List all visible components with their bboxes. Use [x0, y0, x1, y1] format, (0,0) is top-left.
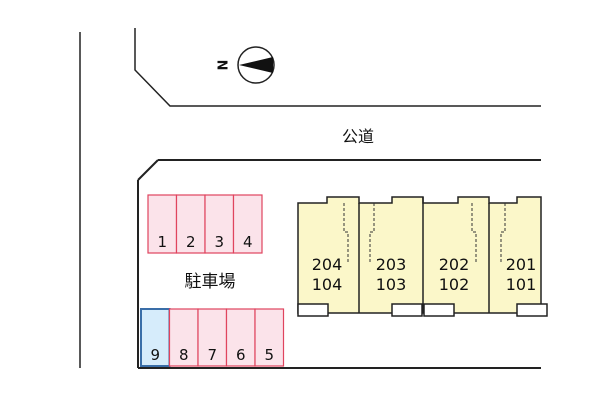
- parking-space-box: [140, 308, 171, 367]
- balcony: [297, 303, 329, 317]
- parking-space: 9: [140, 308, 171, 367]
- road-label: 公道: [342, 127, 374, 146]
- partition-line: [471, 203, 477, 262]
- road-edge-line: [134, 28, 541, 107]
- parking-space-number: 5: [264, 346, 274, 364]
- parking-space-number: 6: [236, 346, 246, 364]
- parking-space-number: 4: [243, 233, 253, 251]
- parking-space: 8: [168, 308, 199, 367]
- apartment-building: [297, 196, 548, 317]
- compass-arrow: [239, 57, 273, 73]
- unit-dividers: [358, 197, 490, 313]
- parking-label: 駐車場: [185, 272, 236, 292]
- balconies: [297, 303, 548, 317]
- parking-space: 7: [197, 308, 228, 367]
- compass: N: [217, 46, 275, 84]
- parking-space-number: 9: [150, 346, 160, 364]
- parking-space-number: 1: [157, 233, 167, 251]
- parking-space-box: [197, 308, 228, 367]
- unit-upper-number: 201: [506, 255, 537, 274]
- unit-lower-number: 104: [312, 275, 343, 294]
- unit-upper-number: 204: [312, 255, 343, 274]
- parking-space: 1: [147, 194, 178, 254]
- partition-line: [343, 203, 349, 262]
- parking-space: 6: [225, 308, 256, 367]
- parking-space-number: 2: [186, 233, 196, 251]
- parking-space-box: [232, 194, 263, 254]
- parking-space-box: [204, 194, 235, 254]
- compass-label: N: [217, 60, 232, 71]
- balcony: [391, 303, 423, 317]
- parking-space: 2: [175, 194, 206, 254]
- parking-space-number: 8: [179, 346, 189, 364]
- site-outline-diagonal: [137, 159, 159, 181]
- unit-lower-number: 102: [439, 275, 470, 294]
- parking-space-box: [254, 308, 285, 367]
- partition-line: [369, 203, 375, 262]
- parking-space: 3: [204, 194, 235, 254]
- unit-lower-number: 101: [506, 275, 537, 294]
- parking-space: 4: [232, 194, 263, 254]
- unit-upper-number: 203: [376, 255, 407, 274]
- site-outline: [137, 159, 541, 369]
- parking-space-number: 3: [214, 233, 224, 251]
- parking-space-number: 7: [207, 346, 217, 364]
- interior-partitions: [343, 203, 506, 262]
- parking-space-box: [175, 194, 206, 254]
- unit-upper-number: 202: [439, 255, 470, 274]
- unit-lower-number: 103: [376, 275, 407, 294]
- balcony: [423, 303, 455, 317]
- parking-space-box: [168, 308, 199, 367]
- partition-line: [500, 203, 506, 262]
- parking-space: 5: [254, 308, 285, 367]
- balcony: [516, 303, 548, 317]
